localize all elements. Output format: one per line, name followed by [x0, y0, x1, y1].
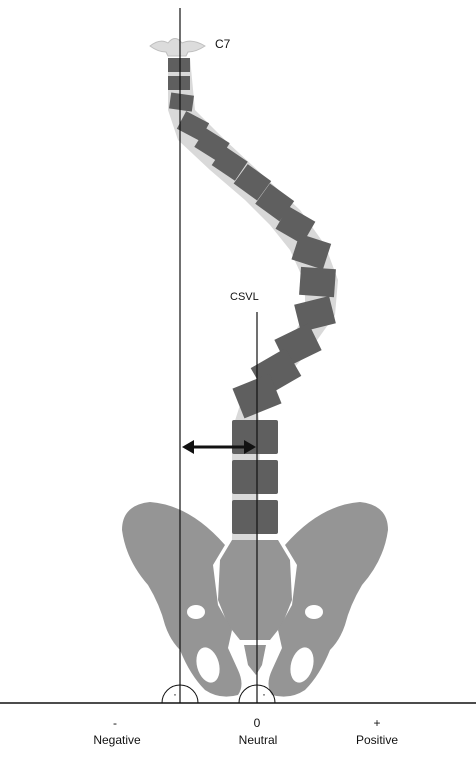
left-acetabulum	[187, 605, 205, 619]
axis-negative-sign: -	[113, 716, 117, 730]
axis-neutral-label: Neutral	[239, 733, 278, 747]
coccyx	[244, 645, 266, 675]
csvl-label: CSVL	[230, 291, 259, 303]
vertebra	[232, 420, 278, 454]
axis-positive-sign: +	[373, 716, 380, 730]
right-angle-dot-left: ·	[173, 687, 177, 701]
c7-label: C7	[215, 37, 231, 51]
vertebra	[232, 460, 278, 494]
vertebra	[294, 296, 336, 332]
vertebra	[299, 267, 336, 297]
right-angle-dot-right: ·	[262, 687, 266, 701]
axis-positive-label: Positive	[356, 733, 398, 747]
c7-vertebra	[150, 39, 205, 57]
axis-zero: 0	[254, 716, 261, 730]
right-acetabulum	[305, 605, 323, 619]
offset-arrow	[182, 440, 256, 454]
vertebra	[232, 500, 278, 534]
vertebra	[168, 58, 190, 72]
vertebra	[169, 93, 194, 112]
vertebra	[168, 76, 190, 90]
axis-negative-label: Negative	[93, 733, 141, 747]
arrowhead-left	[182, 440, 194, 454]
